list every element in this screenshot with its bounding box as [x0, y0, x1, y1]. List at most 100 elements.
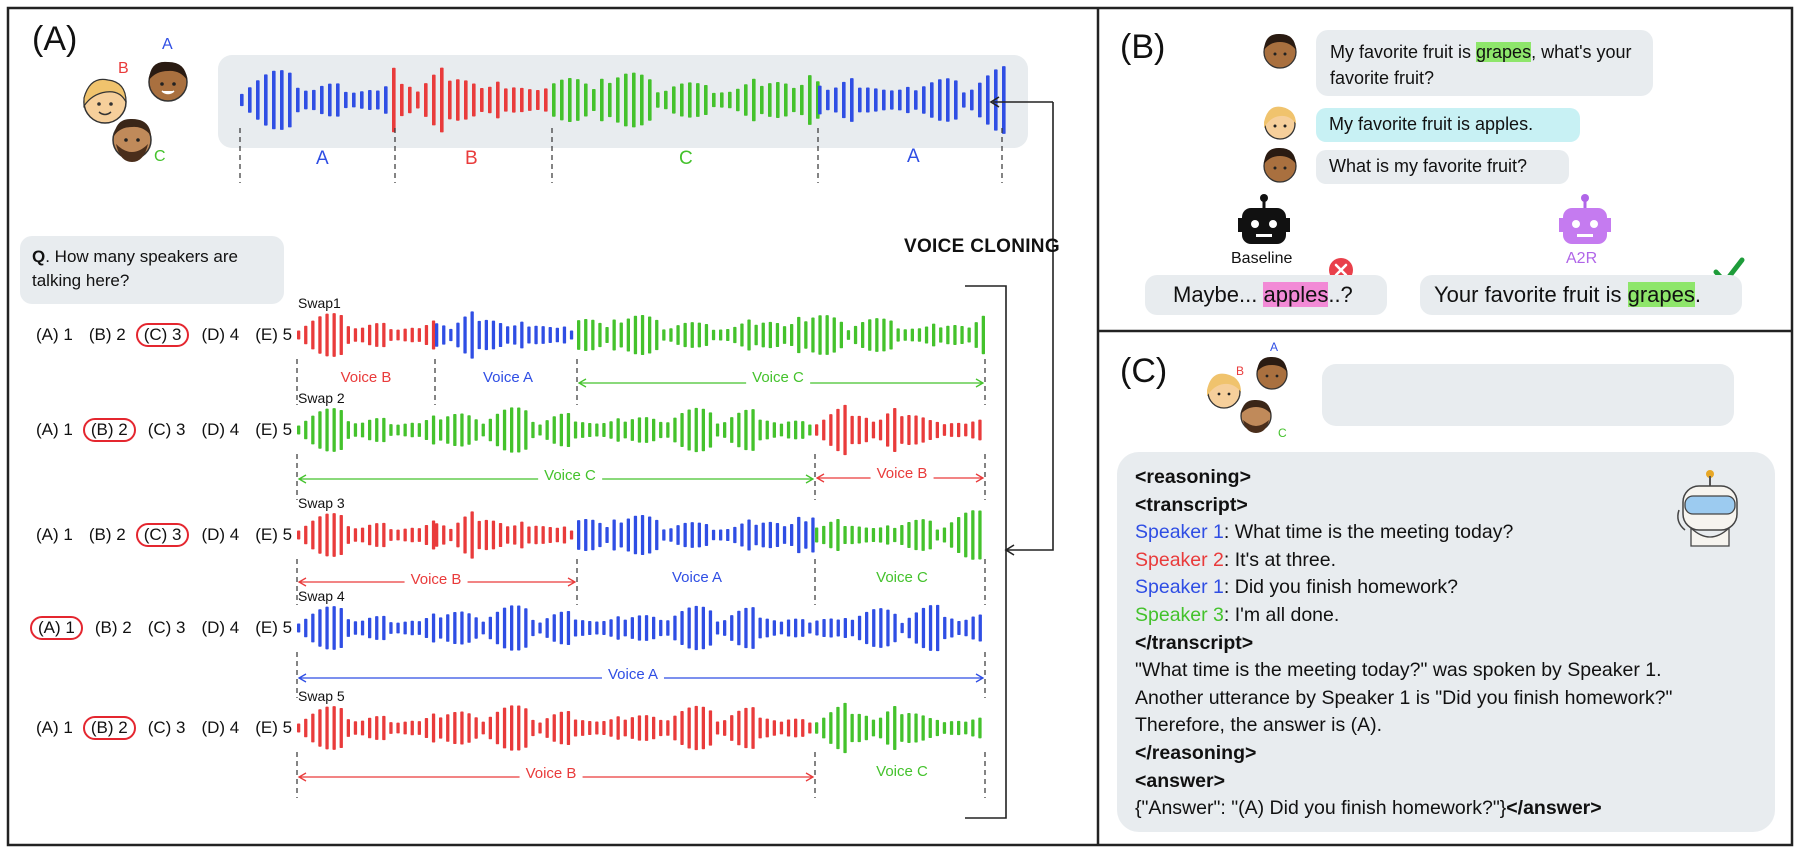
- swap-waveform-bar: [588, 720, 592, 736]
- swap-waveform-bar: [339, 708, 343, 748]
- swap-waveform-bar: [477, 520, 481, 550]
- swap-waveform-bar: [886, 711, 890, 745]
- panel-b-label: (B): [1120, 28, 1166, 66]
- swap-waveform-bar: [346, 619, 350, 637]
- top-waveform-bar: [616, 77, 620, 123]
- answer-option: (A) 1: [36, 325, 73, 344]
- speaker-b-letter: B: [118, 60, 129, 77]
- swap-waveform-bar: [723, 620, 727, 636]
- swap-waveform-bar: [626, 518, 630, 552]
- swap-waveform-bar: [829, 618, 833, 638]
- swap-waveform-bar: [910, 328, 914, 342]
- answer-close-tag: </answer>: [1506, 797, 1602, 820]
- top-waveform-bar: [496, 81, 500, 119]
- swap-waveform-bar: [737, 412, 741, 448]
- segment-voice-label: Voice A: [665, 569, 729, 586]
- swap-waveform-bar: [928, 520, 932, 550]
- swap-waveform-bar: [981, 315, 985, 355]
- swap-waveform-bar: [311, 713, 315, 743]
- swap-waveform-bar: [368, 419, 372, 441]
- swap-waveform-bar: [871, 719, 876, 737]
- swap-waveform-bar: [694, 705, 698, 751]
- swap-waveform-bar: [921, 417, 925, 443]
- swap-waveform-bar: [921, 715, 925, 741]
- swap-waveform-bar: [782, 326, 787, 344]
- swap-waveform-bar: [389, 622, 393, 634]
- swap-waveform-bar: [857, 713, 861, 743]
- swap-waveform-bar: [595, 621, 599, 635]
- swap-waveform-bar: [871, 527, 876, 543]
- swap-waveform-bar: [520, 521, 524, 549]
- top-waveform-bar: [994, 69, 998, 131]
- swap-waveform-bar: [907, 415, 911, 445]
- swap-waveform-bar: [882, 318, 886, 352]
- swap-waveform-bar: [949, 721, 954, 735]
- swap-waveform-bar: [740, 323, 744, 347]
- swap-waveform-bar: [971, 616, 975, 640]
- swap-waveform-bar: [360, 620, 365, 636]
- baseline-answer-pre: Maybe...: [1173, 282, 1264, 307]
- swap-waveform-bar: [673, 615, 677, 641]
- swap-waveform-bar: [782, 526, 787, 544]
- top-waveform-bar: [440, 67, 444, 133]
- swap-waveform-bar: [339, 515, 343, 555]
- top-waveform-bar: [640, 74, 644, 126]
- swap-waveform-bar: [417, 528, 421, 542]
- top-waveform-bar: [304, 90, 308, 110]
- swap-waveform-bar: [602, 423, 606, 437]
- swap-waveform-bar: [829, 414, 833, 446]
- swap-waveform-bar: [626, 318, 630, 352]
- swap-waveform-bar: [737, 610, 741, 646]
- swap-waveform-bar: [311, 613, 315, 643]
- top-waveform-bar: [264, 74, 268, 126]
- swap-waveform-bar: [751, 707, 755, 749]
- swap-waveform-bar: [424, 617, 429, 639]
- swap-waveform-bar: [403, 328, 407, 342]
- swap-waveform-bar: [878, 419, 883, 441]
- segment-voice-label: Voice B: [404, 571, 468, 588]
- question-q: Q: [32, 247, 46, 266]
- swap-waveform-bar: [836, 619, 840, 637]
- swap-waveform-bar: [332, 706, 336, 750]
- swap-waveform-bar: [822, 717, 826, 739]
- swap-waveform-bar: [801, 619, 805, 637]
- swap-name: Swap1: [298, 295, 341, 311]
- swap-waveform-bar: [609, 421, 613, 439]
- a2r-label: A2R: [1566, 250, 1598, 267]
- swap-waveform-bar: [779, 621, 784, 635]
- swap-waveform-bar: [616, 716, 620, 740]
- swap-waveform-bar: [495, 413, 500, 447]
- swap-waveform-bar: [619, 322, 623, 348]
- top-waveform-bar: [608, 82, 612, 118]
- swap-waveform-bar: [353, 528, 358, 542]
- swap-waveform-bar: [687, 409, 691, 451]
- swap-waveform-bar: [481, 721, 485, 735]
- top-waveform-bar: [970, 89, 974, 111]
- swap-waveform-bar: [346, 326, 350, 344]
- swap-waveform-bar: [562, 526, 567, 544]
- arrow-head: [297, 474, 307, 484]
- segment-voice-label: Voice B: [519, 765, 583, 782]
- swap-waveform-bar: [864, 527, 868, 543]
- swap-waveform-bar: [577, 320, 581, 350]
- swap-waveform-bar: [424, 717, 429, 739]
- swap-waveform-bar: [794, 718, 798, 738]
- top-waveform-bar: [784, 83, 788, 117]
- swap-name: Swap 2: [298, 390, 345, 406]
- swap-waveform-bar: [559, 711, 563, 745]
- swap-waveform-bar: [978, 614, 982, 642]
- swap-waveform-bar: [704, 524, 709, 546]
- swap-waveform-bar: [431, 713, 436, 743]
- top-waveform-bar: [704, 84, 708, 116]
- swap-waveform-bar: [630, 419, 634, 441]
- swap-waveform-bar: [726, 328, 730, 342]
- swap-waveform-bar: [811, 517, 815, 553]
- top-waveform-bar: [858, 87, 862, 113]
- swap-waveform-bar: [673, 715, 677, 741]
- avatar-b-icon: [83, 78, 127, 124]
- swap-waveform-bar: [456, 322, 460, 348]
- swap-waveform-bar: [488, 616, 492, 640]
- swap-waveform-bar: [687, 707, 691, 749]
- swap-waveform-bar: [630, 617, 634, 639]
- swap-waveform-bar: [605, 526, 609, 544]
